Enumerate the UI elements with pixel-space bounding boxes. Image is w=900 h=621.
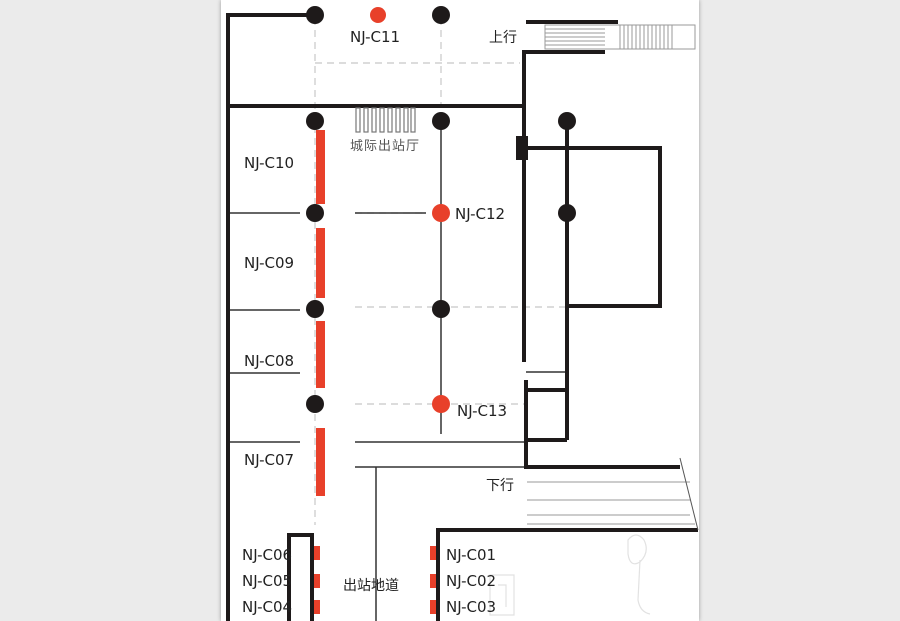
- label-gate-c13: NJ-C13: [457, 402, 507, 420]
- label-gate-c09: NJ-C09: [244, 254, 294, 272]
- label-gate-c08: NJ-C08: [244, 352, 294, 370]
- floor-plan-sheet: [221, 0, 699, 621]
- label-gate-c01: NJ-C01: [446, 546, 496, 564]
- column-nodes: [306, 6, 576, 413]
- gate-node-c13: [432, 395, 450, 413]
- label-down: 下行: [486, 478, 514, 494]
- faint-sketch: [489, 534, 651, 616]
- door-block: [516, 136, 528, 160]
- down-stairs: [527, 457, 699, 531]
- intercity-hall-gates: [355, 107, 416, 133]
- gate-node-c11: [370, 7, 386, 23]
- label-gate-c10: NJ-C10: [244, 154, 294, 172]
- label-gate-c06: NJ-C06: [242, 546, 292, 564]
- gate-node-c12: [432, 204, 450, 222]
- up-stairs: [544, 24, 696, 50]
- red-platform-bars: [314, 130, 436, 614]
- label-gate-c11: NJ-C11: [350, 28, 400, 46]
- gate-nodes: [370, 7, 450, 413]
- label-gate-c04: NJ-C04: [242, 598, 292, 616]
- label-gate-c05: NJ-C05: [242, 572, 292, 590]
- walls: [226, 13, 698, 621]
- label-exit-passage: 出站地道: [343, 578, 399, 594]
- label-gate-c07: NJ-C07: [244, 451, 294, 469]
- thin-lines: [228, 121, 566, 621]
- label-intercity-hall: 城际出站厅: [350, 139, 420, 154]
- label-up: 上行: [489, 30, 517, 46]
- label-gate-c02: NJ-C02: [446, 572, 496, 590]
- label-gate-c03: NJ-C03: [446, 598, 496, 616]
- label-gate-c12: NJ-C12: [455, 205, 505, 223]
